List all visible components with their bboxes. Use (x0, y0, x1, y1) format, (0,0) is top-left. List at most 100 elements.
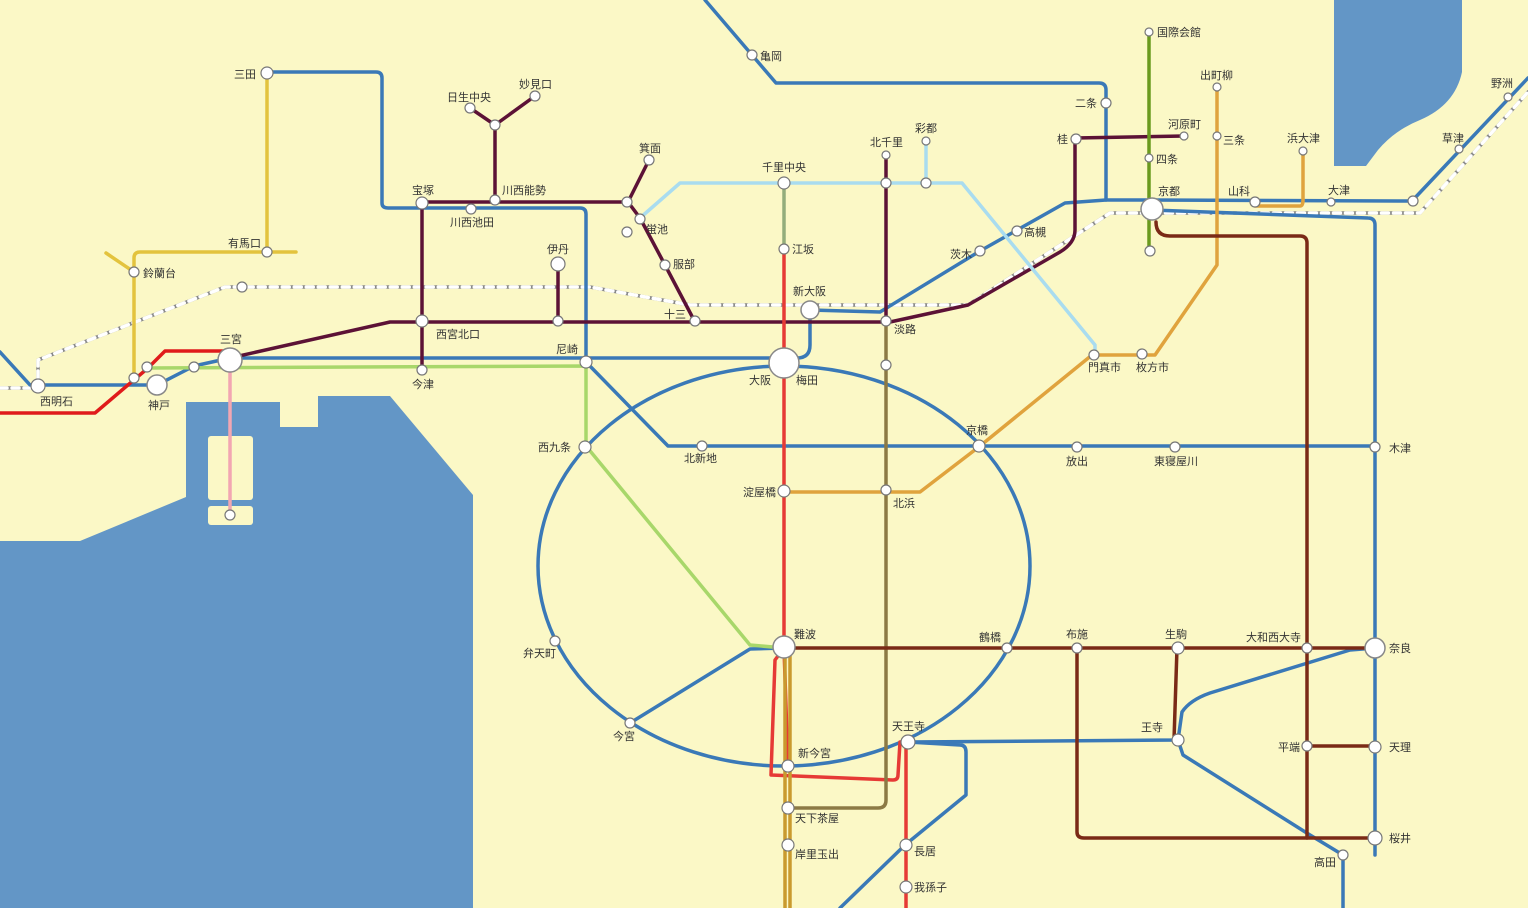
station-hattori[interactable] (659, 259, 671, 271)
station-hotarugaike[interactable] (634, 213, 646, 225)
station-kyoto[interactable] (1140, 197, 1164, 221)
station-tsuruhashi[interactable] (1001, 642, 1013, 654)
station-ikoma[interactable] (1171, 641, 1185, 655)
station-tsukaguchi[interactable] (552, 315, 564, 327)
station-abiko[interactable] (899, 880, 913, 894)
station-yamashina[interactable] (1249, 196, 1261, 208)
station-nishidai[interactable] (141, 361, 153, 373)
station-kizu[interactable] (1369, 441, 1381, 453)
station-kitasenri-mono[interactable] (880, 177, 892, 189)
station-myokenguchi[interactable] (529, 90, 541, 102)
station-hirakatashi[interactable] (1136, 348, 1148, 360)
station-zeze[interactable] (1407, 195, 1419, 207)
station-oji[interactable] (1171, 733, 1185, 747)
station-takatsuki[interactable] (1011, 225, 1023, 237)
station-osaka[interactable] (768, 347, 800, 379)
station-nishikujo[interactable] (578, 440, 592, 454)
station-tennoji[interactable] (900, 734, 916, 750)
station-shinimamiya[interactable] (781, 759, 795, 773)
label-sannomiya: 三宮 (220, 332, 242, 346)
osaka-bay (0, 396, 473, 908)
station-tengachaya[interactable] (781, 801, 795, 815)
station-senrichuo[interactable] (777, 176, 791, 190)
station-kameoka[interactable] (746, 49, 758, 61)
station-ichinotorii[interactable] (489, 119, 501, 131)
station-tenri[interactable] (1368, 740, 1382, 754)
station-nisseichuo[interactable] (464, 102, 476, 114)
station-arimaguchi[interactable] (261, 246, 273, 258)
station-motomachi[interactable] (188, 361, 200, 373)
station-osaka-airport[interactable] (621, 226, 633, 238)
station-kobe[interactable] (146, 374, 168, 396)
label-hotarugaike: 蛍池 (646, 222, 668, 236)
station-jr-itami[interactable] (236, 281, 248, 293)
station-tenjinbashi[interactable] (880, 359, 892, 371)
station-kitasenri[interactable] (881, 150, 891, 160)
station-minoh[interactable] (643, 154, 655, 166)
station-kawanishinose[interactable] (489, 194, 501, 206)
station-imazu[interactable] (416, 364, 428, 376)
station-labels: 三田 亀岡 国際会館 出町柳 野洲 妙見口 日生中央 箕面 北千里 彩都 二条 … (40, 25, 1513, 894)
station-demachiyanagi[interactable] (1212, 82, 1222, 92)
station-saito-mono[interactable] (920, 177, 932, 189)
station-takada[interactable] (1337, 849, 1349, 861)
station-port-terminal[interactable] (224, 509, 236, 521)
station-namba[interactable] (772, 635, 796, 659)
station-kitashinchi[interactable] (696, 440, 708, 452)
station-ishibashi[interactable] (621, 196, 633, 208)
station-itami[interactable] (550, 256, 566, 272)
label-sanjo: 三条 (1223, 133, 1245, 147)
station-esaka[interactable] (778, 243, 790, 255)
station-otsu[interactable] (1326, 197, 1336, 207)
label-esaka: 江坂 (792, 243, 814, 256)
monorail-line (638, 181, 1097, 357)
station-kokusai-kaikan[interactable] (1144, 27, 1154, 37)
station-sakurai[interactable] (1367, 830, 1383, 846)
station-bentencho[interactable] (549, 635, 561, 647)
station-hanaten[interactable] (1071, 441, 1083, 453)
station-kawaramachi[interactable] (1179, 131, 1189, 141)
station-suzurandai[interactable] (128, 266, 140, 278)
station-higashineyagawa[interactable] (1169, 441, 1181, 453)
station-nishinomiyakitaguchi[interactable] (415, 314, 429, 328)
label-fuse: 布施 (1066, 628, 1088, 641)
station-ibaraki[interactable] (974, 245, 986, 257)
station-sanda[interactable] (260, 66, 274, 80)
station-imamiya[interactable] (624, 717, 636, 729)
station-amagasaki[interactable] (579, 355, 593, 369)
station-sannomiya[interactable] (217, 347, 243, 373)
station-nijo[interactable] (1100, 97, 1112, 109)
station-kozenji[interactable] (1088, 349, 1100, 361)
label-higashineyagawa: 東寝屋川 (1154, 454, 1198, 468)
label-kitashinchi: 北新地 (684, 451, 717, 465)
station-yamatosaidaiji[interactable] (1301, 642, 1313, 654)
station-kishinosato[interactable] (781, 838, 795, 852)
station-yodoyabashi[interactable] (777, 484, 791, 498)
station-shinosaka[interactable] (800, 300, 820, 320)
station-saito[interactable] (921, 136, 931, 146)
dark-purple-lines (228, 94, 1186, 372)
label-hanaten: 放出 (1066, 454, 1088, 468)
station-nishiakashi[interactable] (30, 378, 46, 394)
station-juso[interactable] (689, 315, 701, 327)
station-hamaotsu[interactable] (1298, 146, 1308, 156)
station-nara[interactable] (1364, 637, 1386, 659)
station-nagai[interactable] (899, 838, 913, 852)
label-imazu: 今津 (412, 377, 434, 391)
station-sanjo[interactable] (1212, 131, 1222, 141)
station-takarazuka[interactable] (415, 196, 429, 210)
station-shijo[interactable] (1144, 153, 1154, 163)
station-kusatsu[interactable] (1454, 144, 1464, 154)
stations[interactable] (30, 27, 1513, 894)
station-takeda[interactable] (1144, 245, 1156, 257)
station-yasu[interactable] (1503, 92, 1513, 102)
station-kawanishiikeda[interactable] (465, 203, 477, 215)
station-fuse[interactable] (1071, 642, 1083, 654)
station-katsura[interactable] (1070, 133, 1082, 145)
station-hirahata[interactable] (1301, 740, 1313, 752)
label-takatsuki: 高槻 (1024, 225, 1046, 239)
station-shinkaichi[interactable] (128, 372, 140, 384)
station-kitahama[interactable] (880, 484, 892, 496)
station-kyobashi[interactable] (972, 439, 986, 453)
station-awaji[interactable] (880, 315, 892, 327)
